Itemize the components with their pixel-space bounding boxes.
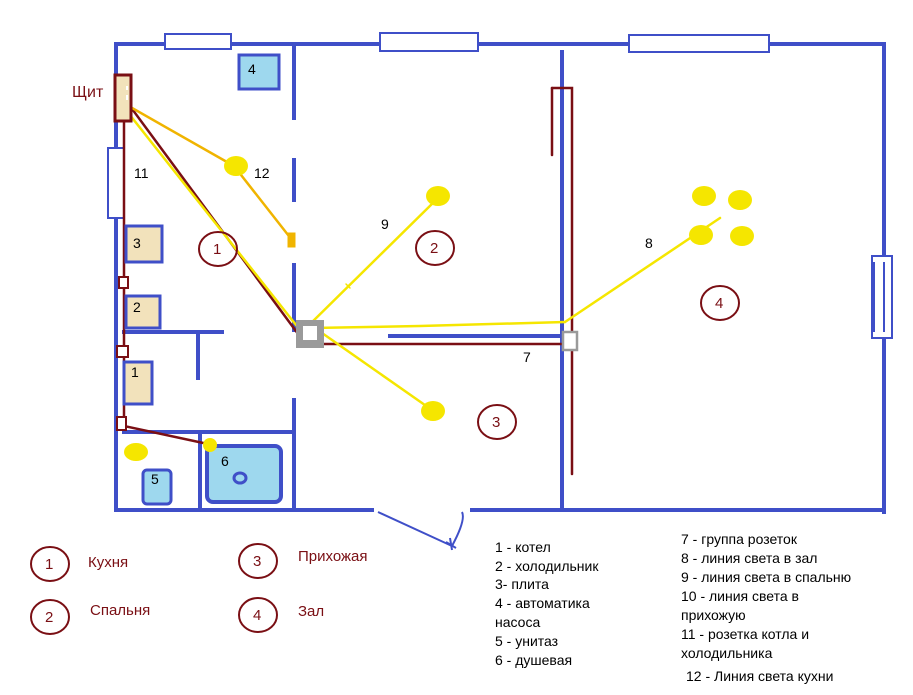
room-num-4: 4: [715, 295, 723, 312]
legend-circle-3: [238, 543, 278, 579]
window-living-top: [628, 34, 770, 53]
fixture-legend-line: 5 - унитаз: [495, 633, 558, 649]
lamp-living-2: [728, 190, 752, 210]
wiring-legend-line: прихожую: [681, 607, 746, 623]
legend-room-1: Кухня: [88, 554, 128, 571]
line-num-8: 8: [645, 235, 653, 251]
wiring-legend-line: 9 - линия света в спальню: [681, 569, 851, 585]
fixture-num-1: 1: [131, 364, 139, 380]
legend-room-2: Спальня: [90, 602, 150, 619]
panel-box: [113, 73, 133, 123]
lamp-hall: [421, 401, 445, 421]
lamp-kitchen: [224, 156, 248, 176]
lamp-living-4: [730, 226, 754, 246]
door-mark: [445, 537, 457, 551]
socket-1: [118, 276, 129, 289]
lamp-shower: [203, 438, 217, 452]
wire-fragment: [345, 283, 351, 289]
room-num-2: 2: [430, 240, 438, 257]
room-circle-2: [415, 230, 455, 266]
socket-3: [116, 416, 127, 431]
room-circle-4: [700, 285, 740, 321]
lamp-bath: [124, 443, 148, 461]
window-living-right-glass: [873, 262, 885, 332]
fixture-num-3: 3: [133, 235, 141, 251]
junction-box-living: [561, 330, 579, 352]
fixture-legend-line: 1 - котел: [495, 539, 551, 555]
fixture-legend-line: 4 - автоматика: [495, 595, 590, 611]
fixture-boiler: [122, 360, 154, 406]
legend-num-3: 3: [253, 553, 261, 570]
kitchen-light-switch: [287, 232, 296, 248]
wiring-legend-line: 8 - линия света в зал: [681, 550, 817, 566]
fixture-legend-line: 6 - душевая: [495, 652, 572, 668]
fixture-num-2: 2: [133, 299, 141, 315]
fixture-num-6: 6: [221, 453, 229, 469]
room-num-1: 1: [213, 241, 221, 258]
fixture-fridge: [124, 294, 162, 330]
line-num-9: 9: [381, 216, 389, 232]
fixture-stove: [124, 224, 164, 264]
legend-num-1: 1: [45, 556, 53, 573]
electrical-panel: [113, 73, 133, 123]
wire-line-10: [310, 324, 434, 412]
room-markers: [198, 230, 740, 440]
lamp-living-3: [689, 225, 713, 245]
wiring: [116, 86, 722, 476]
fixture-legend-line: насоса: [495, 614, 540, 630]
window-living-right: [871, 255, 893, 339]
walls: [114, 42, 886, 514]
panel-label: Щит: [72, 84, 104, 101]
fixture-num-4: 4: [248, 61, 256, 77]
room-legend: 1 Кухня 2 Спальня 3 Прихожая 4 Зал: [30, 543, 368, 635]
line-num-12: 12: [254, 165, 270, 181]
fixture-legend-line: 2 - холодильник: [495, 558, 599, 574]
socket-2: [116, 345, 129, 358]
window-kitchen-left: [107, 147, 125, 219]
room-circle-1: [198, 231, 238, 267]
wire-kitchen-switch: [232, 164, 294, 242]
lamp-bedroom: [426, 186, 450, 206]
legend-num-2: 2: [45, 609, 53, 626]
fixture-legend-line: 3- плита: [495, 576, 549, 592]
wiring-legend: 7 - группа розеток 8 - линия света в зал…: [681, 531, 851, 684]
wire-line-12: [116, 98, 236, 168]
legend-circle-2: [30, 599, 70, 635]
room-num-3: 3: [492, 414, 500, 431]
wire-line-9: [302, 196, 440, 332]
fixture-pump-automation: [237, 53, 281, 91]
shower-drain-icon: [232, 471, 248, 485]
fixtures: [122, 53, 283, 506]
windows: [107, 32, 893, 339]
lamp-living-1: [692, 186, 716, 206]
legend-room-4: Зал: [298, 603, 324, 620]
fixture-legend: 1 - котел 2 - холодильник 3- плита 4 - а…: [495, 539, 599, 668]
legend-room-3: Прихожая: [298, 548, 368, 565]
legend-circle-1: [30, 546, 70, 582]
fixture-num-5: 5: [151, 471, 159, 487]
wire-panel-to-junction-light: [116, 98, 302, 332]
wire-to-living: [310, 320, 567, 330]
wiring-legend-line: 10 - линия света в: [681, 588, 799, 604]
wiring-legend-line: 12 - Линия света кухни: [686, 668, 833, 684]
sockets: [116, 276, 129, 431]
legend-circle-4: [238, 597, 278, 633]
legend-num-4: 4: [253, 607, 261, 624]
line-num-11: 11: [134, 165, 149, 181]
wiring-legend-line: холодильника: [681, 645, 773, 661]
outer-wall-top-right: [114, 42, 886, 514]
lamps: [124, 156, 754, 461]
junction-boxes: [296, 320, 579, 352]
fixture-toilet: [141, 468, 173, 506]
window-kitchen-top: [164, 33, 232, 50]
wiring-legend-line: 7 - группа розеток: [681, 531, 798, 547]
wire-shower: [122, 424, 210, 446]
wiring-legend-line: 11 - розетка котла и: [681, 626, 809, 642]
room-circle-3: [477, 404, 517, 440]
window-bedroom: [379, 32, 479, 52]
junction-box-hall-inner: [303, 326, 317, 340]
line-num-7: 7: [523, 349, 531, 365]
